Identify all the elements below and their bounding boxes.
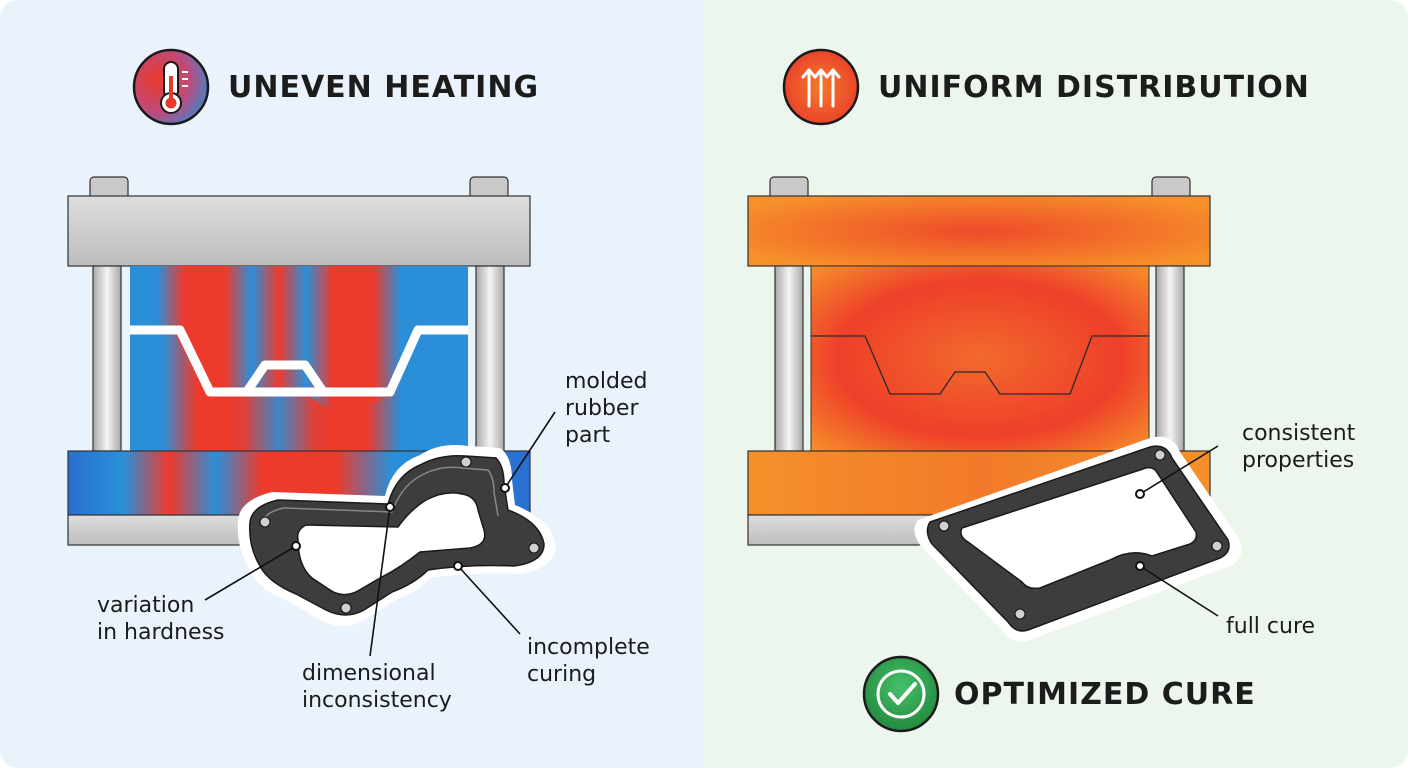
uniform-distribution-title: UNIFORM DISTRIBUTION <box>878 70 1310 105</box>
cavity-core <box>244 360 326 393</box>
gasket-body <box>248 454 545 616</box>
gasket-highlight <box>261 466 499 525</box>
label-full-cure: full cure <box>1226 614 1316 639</box>
label-consistent-properties: consistent properties <box>1242 421 1356 473</box>
gasket-bolt-hole <box>1014 608 1026 620</box>
leader-hardness <box>204 545 297 601</box>
right-leader-lines <box>1139 445 1219 617</box>
leader-full-cure <box>1139 565 1219 617</box>
left-leader-dots <box>291 483 510 571</box>
gasket-bolt-hole <box>938 520 950 532</box>
leader-dimensional <box>369 506 391 657</box>
uneven-heating-title: UNEVEN HEATING <box>228 70 540 105</box>
top-platen <box>67 195 531 267</box>
label-variation-in-hardness: variation in hardness <box>97 593 225 645</box>
uniform-mold-cavity <box>810 265 1150 452</box>
optimized-cure-title: OPTIMIZED CURE <box>954 677 1256 712</box>
anchor-dot <box>385 502 395 512</box>
warped-gasket <box>237 445 556 626</box>
gasket-bolt-hole <box>340 602 352 614</box>
right-guide-pillar <box>1155 265 1185 452</box>
cavity-gap <box>130 325 468 397</box>
anchor-dot <box>1135 489 1145 499</box>
gasket-bolt-hole <box>1154 449 1166 461</box>
left-guide-pillar <box>92 265 122 452</box>
check-circle-icon <box>862 655 940 733</box>
heated-top-platen <box>747 195 1211 267</box>
anchor-dot <box>500 483 510 493</box>
heat-arrows-icon <box>782 48 860 126</box>
anchor-dot <box>1135 561 1145 571</box>
leader-molded-part <box>504 411 556 489</box>
gasket-bolt-hole <box>259 516 271 528</box>
label-incomplete-curing: incomplete curing <box>527 635 650 687</box>
label-dimensional-inconsistency: dimensional inconsistency <box>302 661 452 713</box>
left-guide-pillar <box>774 265 804 452</box>
right-leader-dots <box>1135 489 1145 571</box>
uniform-gasket <box>914 436 1242 642</box>
label-molded-rubber-part: molded rubber part <box>565 369 648 448</box>
anchor-dot <box>291 541 301 551</box>
gasket-body <box>926 445 1230 632</box>
thermometer-icon <box>132 48 210 126</box>
anchor-dot <box>453 561 463 571</box>
right-guide-pillar <box>475 265 505 452</box>
gasket-bolt-hole <box>528 542 540 554</box>
cavity-outline <box>811 335 1149 395</box>
leader-properties <box>1139 445 1219 495</box>
gasket-bolt-hole <box>1211 540 1223 552</box>
leader-curing <box>457 565 521 635</box>
gasket-bolt-hole <box>460 456 472 468</box>
left-leader-lines <box>204 411 556 657</box>
